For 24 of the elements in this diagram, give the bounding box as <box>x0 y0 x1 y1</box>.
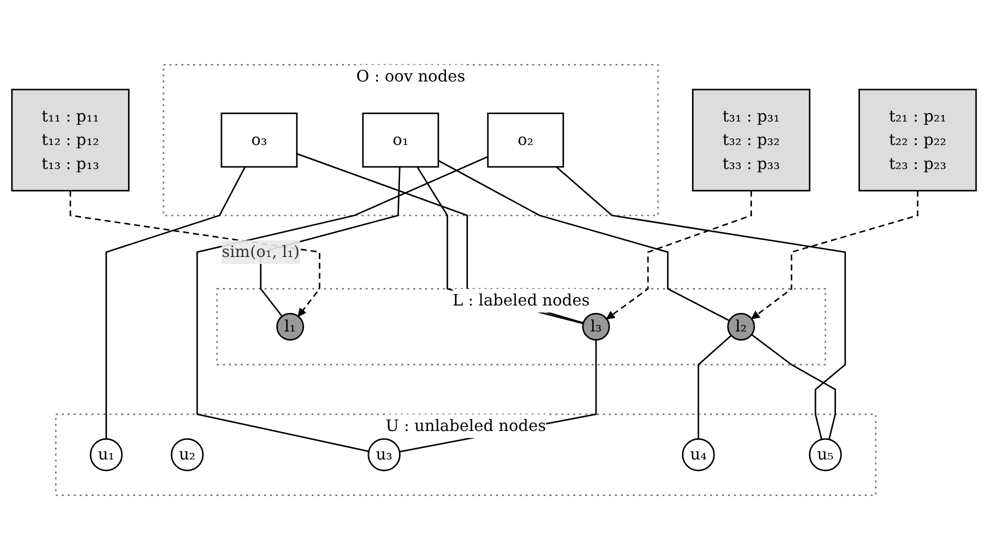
connector <box>105 166 246 439</box>
connector <box>196 156 488 452</box>
edge-label: sim(o₁, l₁) <box>222 242 300 262</box>
node-circle: l₁ <box>276 312 304 341</box>
node-box: t₃₁ : p₃₁ t₃₂ : p₃₂ t₃₃ : p₃₃ <box>692 88 810 192</box>
node-box: t₂₁ : p₂₁ t₂₂ : p₂₂ t₂₃ : p₂₃ <box>858 88 977 192</box>
node-box: t₁₁ : p₁₁ t₁₂ : p₁₂ t₁₃ : p₁₃ <box>11 88 130 192</box>
arrow <box>606 190 752 320</box>
node-circle: u₁ <box>90 438 123 472</box>
connector <box>556 166 846 440</box>
node-box: o₃ <box>220 112 298 168</box>
node-box: o₂ <box>487 112 564 168</box>
node-circle: u₂ <box>170 438 204 472</box>
connector <box>751 334 836 440</box>
node-circle: u₅ <box>808 438 842 472</box>
connector <box>438 160 730 322</box>
node-circle: u₃ <box>368 438 401 472</box>
node-circle: u₄ <box>682 438 715 472</box>
connector <box>698 334 732 439</box>
arrow <box>751 190 918 320</box>
node-box: o₁ <box>362 112 440 168</box>
arrow <box>70 190 320 317</box>
node-circle: l₂ <box>727 312 755 341</box>
node-circle: l₃ <box>582 312 610 341</box>
